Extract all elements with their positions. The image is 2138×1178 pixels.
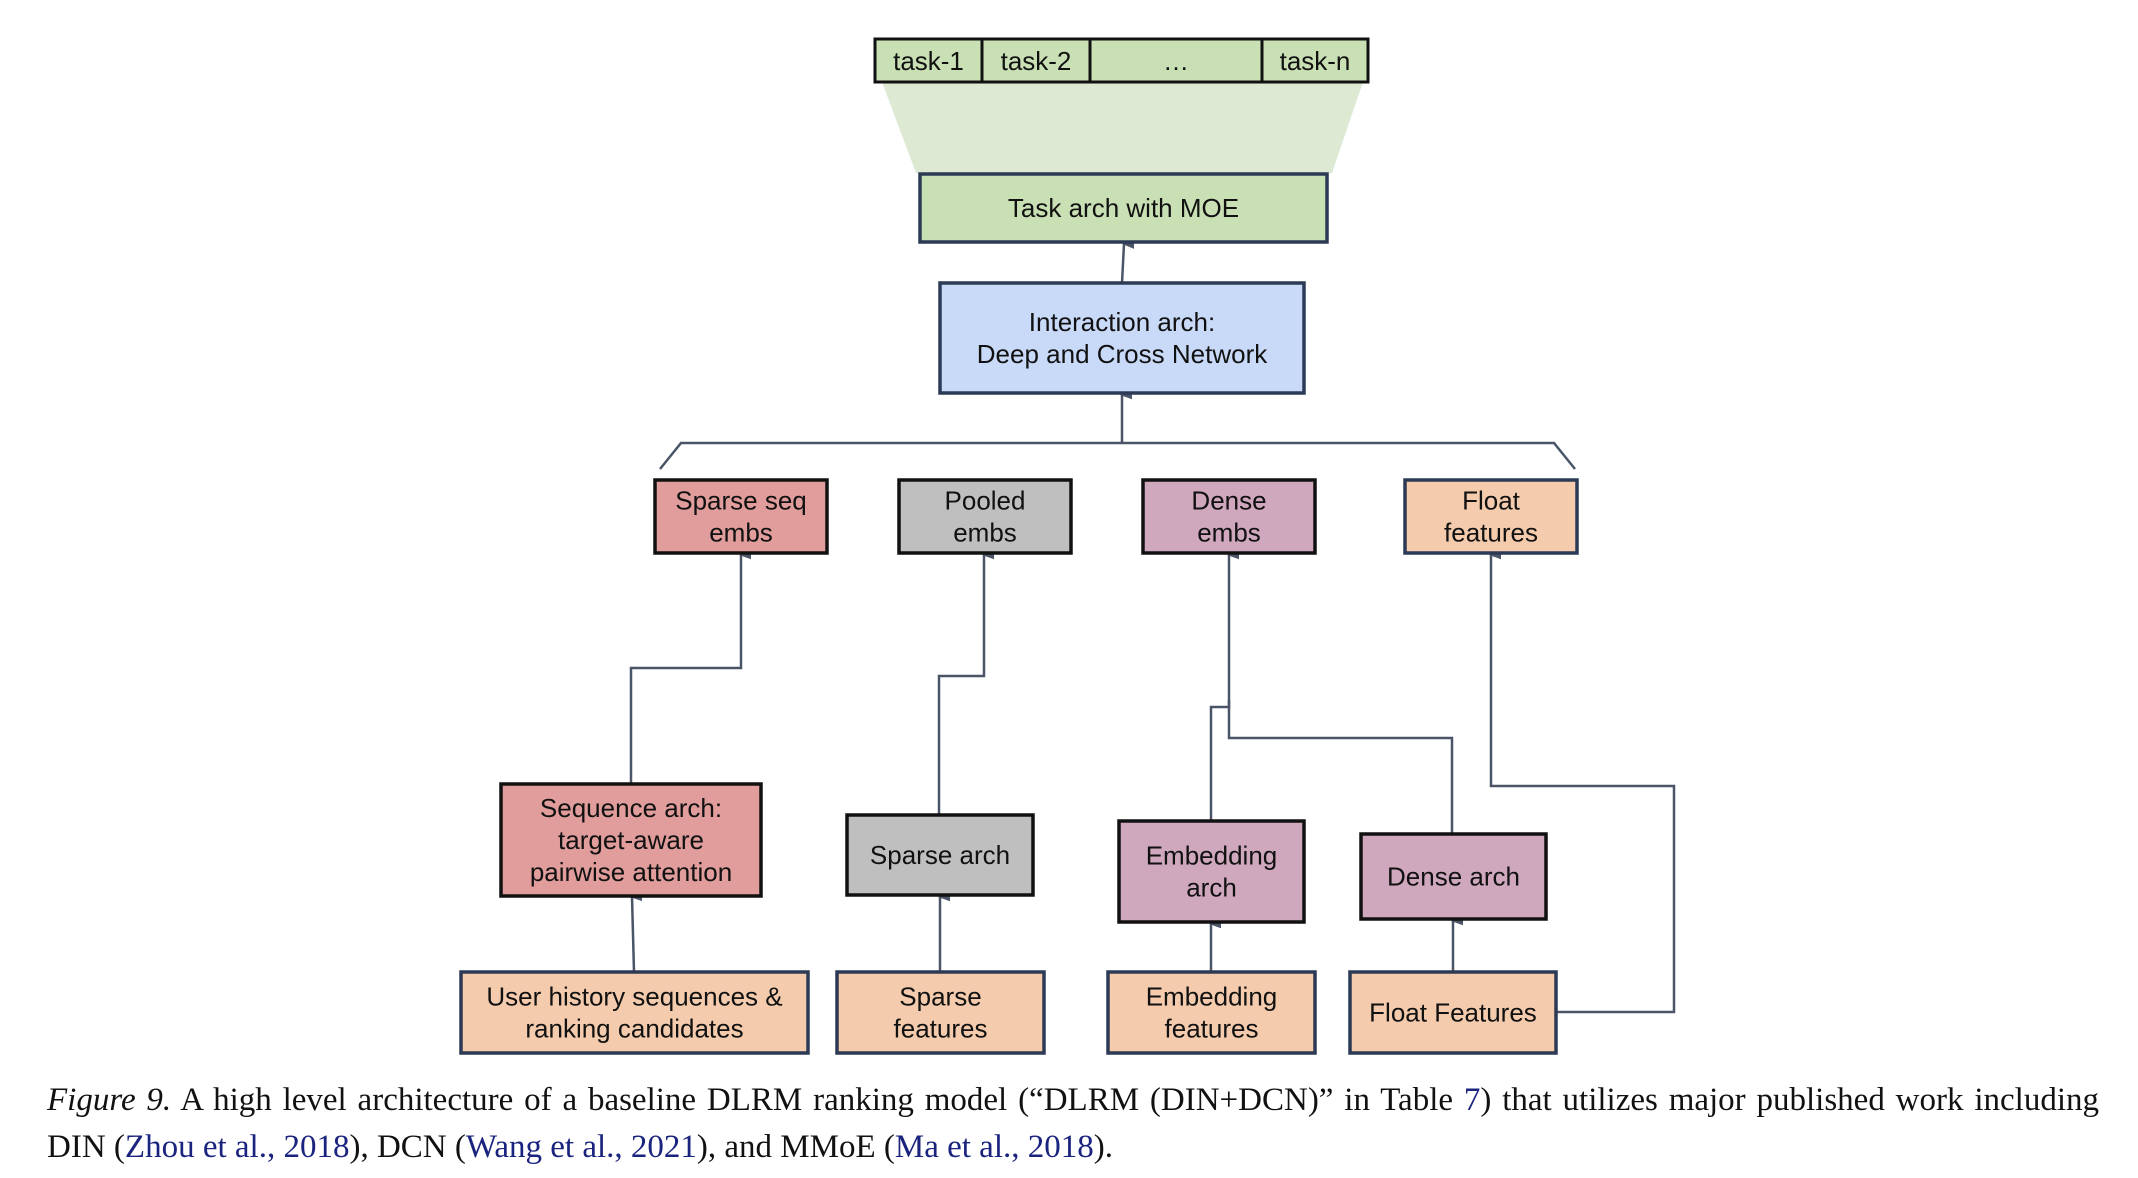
caption-text-2: ) that utilizes major published work inc…: [47, 1082, 2099, 1165]
caption-text-1: A high level architecture of a baseline …: [171, 1082, 1464, 1118]
caption-text-4: ), and MMoE (: [696, 1129, 895, 1165]
edge-sparse-arch-to-pooled: [937, 555, 984, 815]
float-features-bottom-box: [1348, 970, 1558, 1055]
task-head-box: [873, 37, 984, 84]
edge-float-bypass-to-float-top: [1491, 555, 1676, 1014]
sparse-features-label-line-1: Sparse: [899, 982, 981, 1012]
embedding-features-box: [1106, 970, 1317, 1055]
edge-embedding-arch-to-dense-embs: [1209, 555, 1229, 821]
edge-merge-bar: [659, 441, 1576, 470]
interaction-arch-label-line-2: Deep and Cross Network: [977, 339, 1268, 369]
task-head-box: [980, 37, 1092, 84]
dense-arch-label-line-1: Dense arch: [1387, 862, 1520, 892]
embedding-features-label-line-1: Embedding: [1146, 982, 1278, 1012]
dlrm-architecture-diagram: task-1 task-2 … task-n Task arch with MOE In…: [459, 37, 1676, 1055]
embedding-arch-label-line-1: Embedding: [1146, 841, 1278, 871]
task-head-3: …: [1088, 37, 1264, 84]
task-head-label: …: [1163, 46, 1189, 76]
task-arch-label-line-1: Task arch with MOE: [1008, 193, 1239, 223]
float-features-top-label-line-1: Float: [1462, 486, 1521, 516]
table-ref-link[interactable]: 7: [1463, 1082, 1481, 1118]
pooled-embs-label-line-1: Pooled: [945, 486, 1026, 516]
sparse-arch-label-line-1: Sparse arch: [870, 840, 1010, 870]
float-features-bottom-node: Float Features: [1348, 970, 1558, 1055]
pooled-embs-label-line-2: embs: [953, 518, 1017, 548]
dense-embs-label-line-2: embs: [1197, 518, 1261, 548]
sequence-arch-label-line-1: Sequence arch:: [540, 793, 722, 823]
edge-dense-arch-to-dense-embs: [1227, 700, 1454, 834]
embedding-arch-box: [1117, 819, 1306, 924]
embedding-features-label-line-2: features: [1165, 1014, 1259, 1044]
user-history-label-line-1: User history sequences &: [486, 982, 782, 1012]
dense-embs-box: [1141, 478, 1317, 555]
task-head-label: task-1: [893, 46, 964, 76]
caption-text-5: ).: [1093, 1129, 1113, 1165]
sparse-seq-embs-box: [653, 478, 829, 555]
figure-label: Figure 9.: [47, 1082, 172, 1118]
interaction-arch-label-line-1: Interaction arch:: [1029, 307, 1215, 337]
task-head-2: task-2: [980, 37, 1092, 84]
task-arch-box: [918, 172, 1329, 244]
edge-user-history-to-sequence: [632, 897, 634, 973]
embedding-arch-label-line-2: arch: [1186, 873, 1237, 903]
sparse-seq-embs-label-line-2: embs: [709, 518, 773, 548]
edge-sequence-to-sparse-seq: [629, 555, 741, 784]
user-history-box: [459, 970, 810, 1055]
edges: [629, 244, 1676, 1014]
task-head-1: task-1: [873, 37, 984, 84]
dense-embs-label-line-1: Dense: [1191, 486, 1266, 516]
task-head-label: task-2: [1001, 46, 1072, 76]
task-arch-node: Task arch with MOE: [918, 172, 1329, 244]
task-heads: task-1 task-2 … task-n: [873, 37, 1370, 84]
task-head-box: [1088, 37, 1264, 84]
task-head-label: task-n: [1280, 46, 1351, 76]
pooled-embs-box: [897, 478, 1073, 555]
dense-arch-box: [1359, 832, 1548, 921]
sparse-arch-box: [845, 813, 1035, 897]
sequence-arch-label-line-2: target-aware: [558, 825, 704, 855]
sparse-arch-node: Sparse arch: [845, 813, 1035, 897]
caption-text-3: ), DCN (: [349, 1129, 466, 1165]
sparse-features-label-line-2: features: [894, 1014, 988, 1044]
nodes: Task arch with MOE Interaction arch:Deep …: [459, 172, 1579, 1055]
user-history-label-line-2: ranking candidates: [525, 1014, 743, 1044]
float-features-bottom-label-line-1: Float Features: [1369, 998, 1537, 1028]
user-history-node: User history sequences &ranking candidat…: [459, 970, 810, 1055]
cite-dcn-link[interactable]: Wang et al., 2021: [465, 1129, 697, 1165]
task-head-box: [1260, 37, 1370, 84]
edge-interaction-to-task: [1120, 244, 1124, 284]
float-features-top-box: [1403, 478, 1579, 555]
task-head-4: task-n: [1260, 37, 1370, 84]
figure-caption: Figure 9. A high level architecture of a…: [47, 1077, 2099, 1171]
interaction-arch-box: [938, 281, 1306, 395]
sparse-seq-embs-label-line-1: Sparse seq: [675, 486, 807, 516]
cite-din-link[interactable]: Zhou et al., 2018: [124, 1129, 350, 1165]
task-fanout-trapezoid: [882, 82, 1363, 173]
sequence-arch-box: [499, 782, 763, 898]
sparse-features-box: [835, 970, 1046, 1055]
interaction-arch-node: Interaction arch:Deep and Cross Network: [938, 281, 1306, 395]
cite-mmoe-link[interactable]: Ma et al., 2018: [894, 1129, 1094, 1165]
float-features-top-label-line-2: features: [1444, 518, 1538, 548]
sequence-arch-label-line-3: pairwise attention: [530, 857, 732, 887]
dense-arch-node: Dense arch: [1359, 832, 1548, 921]
